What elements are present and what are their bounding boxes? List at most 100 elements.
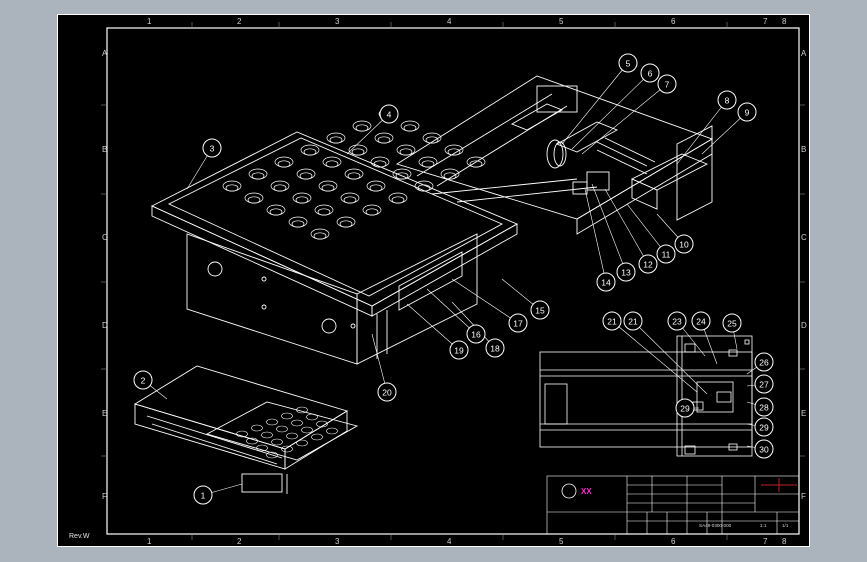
balloon-30: 29 [754, 417, 774, 437]
balloon-label: 30 [759, 445, 769, 455]
sheet-value: 1/1 [782, 523, 789, 528]
zone-row-D: D [102, 321, 108, 330]
balloon-label: 10 [679, 240, 689, 250]
balloon-22: 21 [623, 311, 643, 331]
balloon-label: 3 [210, 144, 215, 154]
zone-column-1: 1 [147, 17, 152, 26]
balloon-31: 30 [754, 439, 774, 459]
balloon-label: 18 [490, 344, 500, 354]
balloon-19: 19 [449, 340, 469, 360]
balloon-label: 4 [387, 110, 392, 120]
zone-row-D: D [801, 321, 807, 330]
balloon-label: 6 [648, 69, 653, 79]
balloon-label: 21 [628, 317, 638, 327]
balloon-label: 29 [759, 423, 769, 433]
zone-row-F: F [102, 492, 107, 501]
balloon-label: 19 [454, 346, 464, 356]
zone-row-A: A [102, 49, 108, 58]
balloon-25: 25 [722, 313, 742, 333]
balloon-3: 3 [202, 138, 222, 158]
balloon-9: 9 [737, 102, 757, 122]
balloon-label: 11 [662, 250, 671, 260]
balloon-5: 5 [618, 53, 638, 73]
balloon-label: 1 [201, 491, 206, 501]
balloon-18: 18 [485, 338, 505, 358]
balloon-8: 8 [717, 90, 737, 110]
balloon-27: 27 [754, 374, 774, 394]
balloon-17: 17 [508, 313, 528, 333]
zone-column-4: 4 [447, 537, 452, 546]
projection-symbol [761, 478, 797, 492]
balloon-24: 24 [691, 311, 711, 331]
balloon-29: 29 [675, 398, 695, 418]
top-view [539, 335, 753, 457]
zone-column-3: 3 [335, 17, 340, 26]
zone-column-2: 2 [237, 17, 242, 26]
balloon-label: 14 [601, 278, 611, 288]
balloon-14: 14 [596, 272, 616, 292]
balloon-10: 10 [674, 234, 694, 254]
balloon-label: 15 [535, 306, 545, 316]
zone-row-B: B [102, 145, 107, 154]
outer-frame [57, 14, 810, 547]
balloon-label: 20 [382, 388, 392, 398]
balloon-label: 28 [759, 403, 769, 413]
balloon-1: 1 [193, 485, 213, 505]
balloon-21: 21 [602, 311, 622, 331]
zone-column-7: 7 [763, 17, 768, 26]
zone-column-7: 7 [763, 537, 768, 546]
balloon-label: 29 [680, 404, 690, 414]
balloon-23: 23 [667, 311, 687, 331]
scale-value: 1:1 [760, 523, 767, 528]
tray-pockets [222, 108, 486, 240]
zone-columns-top: 1 2 3 4 5 6 7 8 [147, 17, 787, 26]
balloon-4: 4 [379, 104, 399, 124]
main-assembly-view [150, 75, 714, 365]
balloon-label: 9 [745, 108, 750, 118]
zone-row-A: A [801, 49, 807, 58]
zone-column-5: 5 [559, 17, 564, 26]
balloon-label: 17 [513, 319, 523, 329]
drawing-number: SA49-0300-000 [699, 523, 732, 528]
zone-row-C: C [102, 233, 108, 242]
zone-column-5: 5 [559, 537, 564, 546]
balloon-label: 24 [696, 317, 706, 327]
zone-column-8: 8 [782, 537, 787, 546]
zone-row-E: E [801, 409, 806, 418]
balloon-label: 13 [621, 268, 631, 278]
zone-column-3: 3 [335, 537, 340, 546]
title-block-texts: SA49-0300-000 1:1 1/1 [699, 523, 789, 528]
balloon-28: 28 [754, 397, 774, 417]
balloon-label: 8 [725, 96, 730, 106]
zone-column-6: 6 [671, 17, 676, 26]
zone-column-8: 8 [782, 17, 787, 26]
balloon-label: 2 [141, 376, 146, 386]
zone-row-F: F [801, 492, 806, 501]
zone-row-B: B [801, 145, 806, 154]
small-tray-view [133, 365, 359, 494]
balloon-11: 11 [656, 244, 676, 264]
balloon-16: 16 [466, 324, 486, 344]
balloon-label: 5 [626, 59, 631, 69]
company-logo: XX [581, 487, 592, 496]
zone-column-4: 4 [447, 17, 452, 26]
inner-frame [106, 27, 800, 535]
balloon-label: 23 [672, 317, 682, 327]
balloon-20: 20 [377, 382, 397, 402]
balloon-label: 7 [665, 80, 670, 90]
balloon-13: 13 [616, 262, 636, 282]
title-block [546, 475, 800, 535]
balloon-label: 25 [727, 319, 737, 329]
zone-rows-right: A B C D E F [801, 49, 807, 501]
balloon-label: 26 [759, 358, 769, 368]
zone-row-C: C [801, 233, 807, 242]
balloon-26: 26 [754, 352, 774, 372]
balloon-15: 15 [530, 300, 550, 320]
balloon-label: 12 [643, 260, 653, 270]
company-emblem [561, 483, 577, 499]
